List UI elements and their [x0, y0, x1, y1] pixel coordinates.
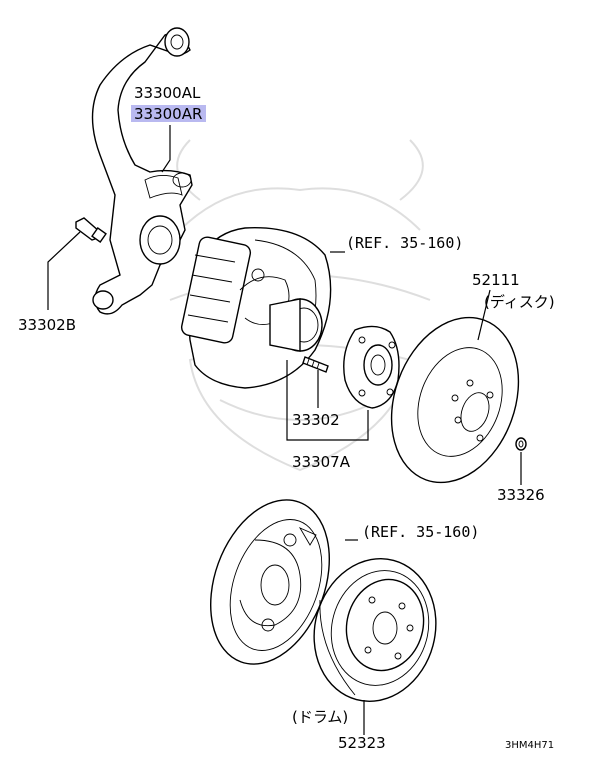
label-highlight	[131, 105, 206, 122]
label-drum-number[interactable]: 52323	[338, 734, 386, 752]
label-wheel-stud[interactable]: 33302	[292, 411, 340, 429]
label-disc-jp: (ディスク)	[484, 293, 555, 311]
label-knuckle-left[interactable]: 33300AL	[134, 84, 201, 102]
label-drum-jp: (ドラム)	[292, 708, 348, 726]
wheel-stud-33302[interactable]	[302, 356, 329, 373]
label-disc-number[interactable]: 52111	[472, 271, 520, 289]
drum-brake-backing-plate[interactable]	[189, 483, 351, 680]
label-ref-top[interactable]: (REF. 35-160)	[346, 234, 463, 252]
bolt-33302b[interactable]	[75, 217, 107, 243]
leader-lines	[47, 125, 522, 735]
nut-33326[interactable]	[515, 437, 527, 451]
brake-drum[interactable]	[298, 545, 451, 715]
brake-disc[interactable]	[370, 300, 541, 501]
hub-bearing[interactable]	[269, 298, 323, 352]
steering-knuckle[interactable]	[91, 27, 193, 315]
label-bolt[interactable]: 33302B	[18, 316, 76, 334]
label-hub-assy[interactable]: 33307A	[292, 453, 351, 471]
label-nut[interactable]: 33326	[497, 486, 545, 504]
label-knuckle-right[interactable]: 33300AR	[134, 105, 202, 123]
label-ref-bottom[interactable]: (REF. 35-160)	[362, 523, 479, 541]
diagram-code: 3HM4H71	[505, 740, 554, 751]
hub-flange[interactable]	[343, 325, 400, 409]
